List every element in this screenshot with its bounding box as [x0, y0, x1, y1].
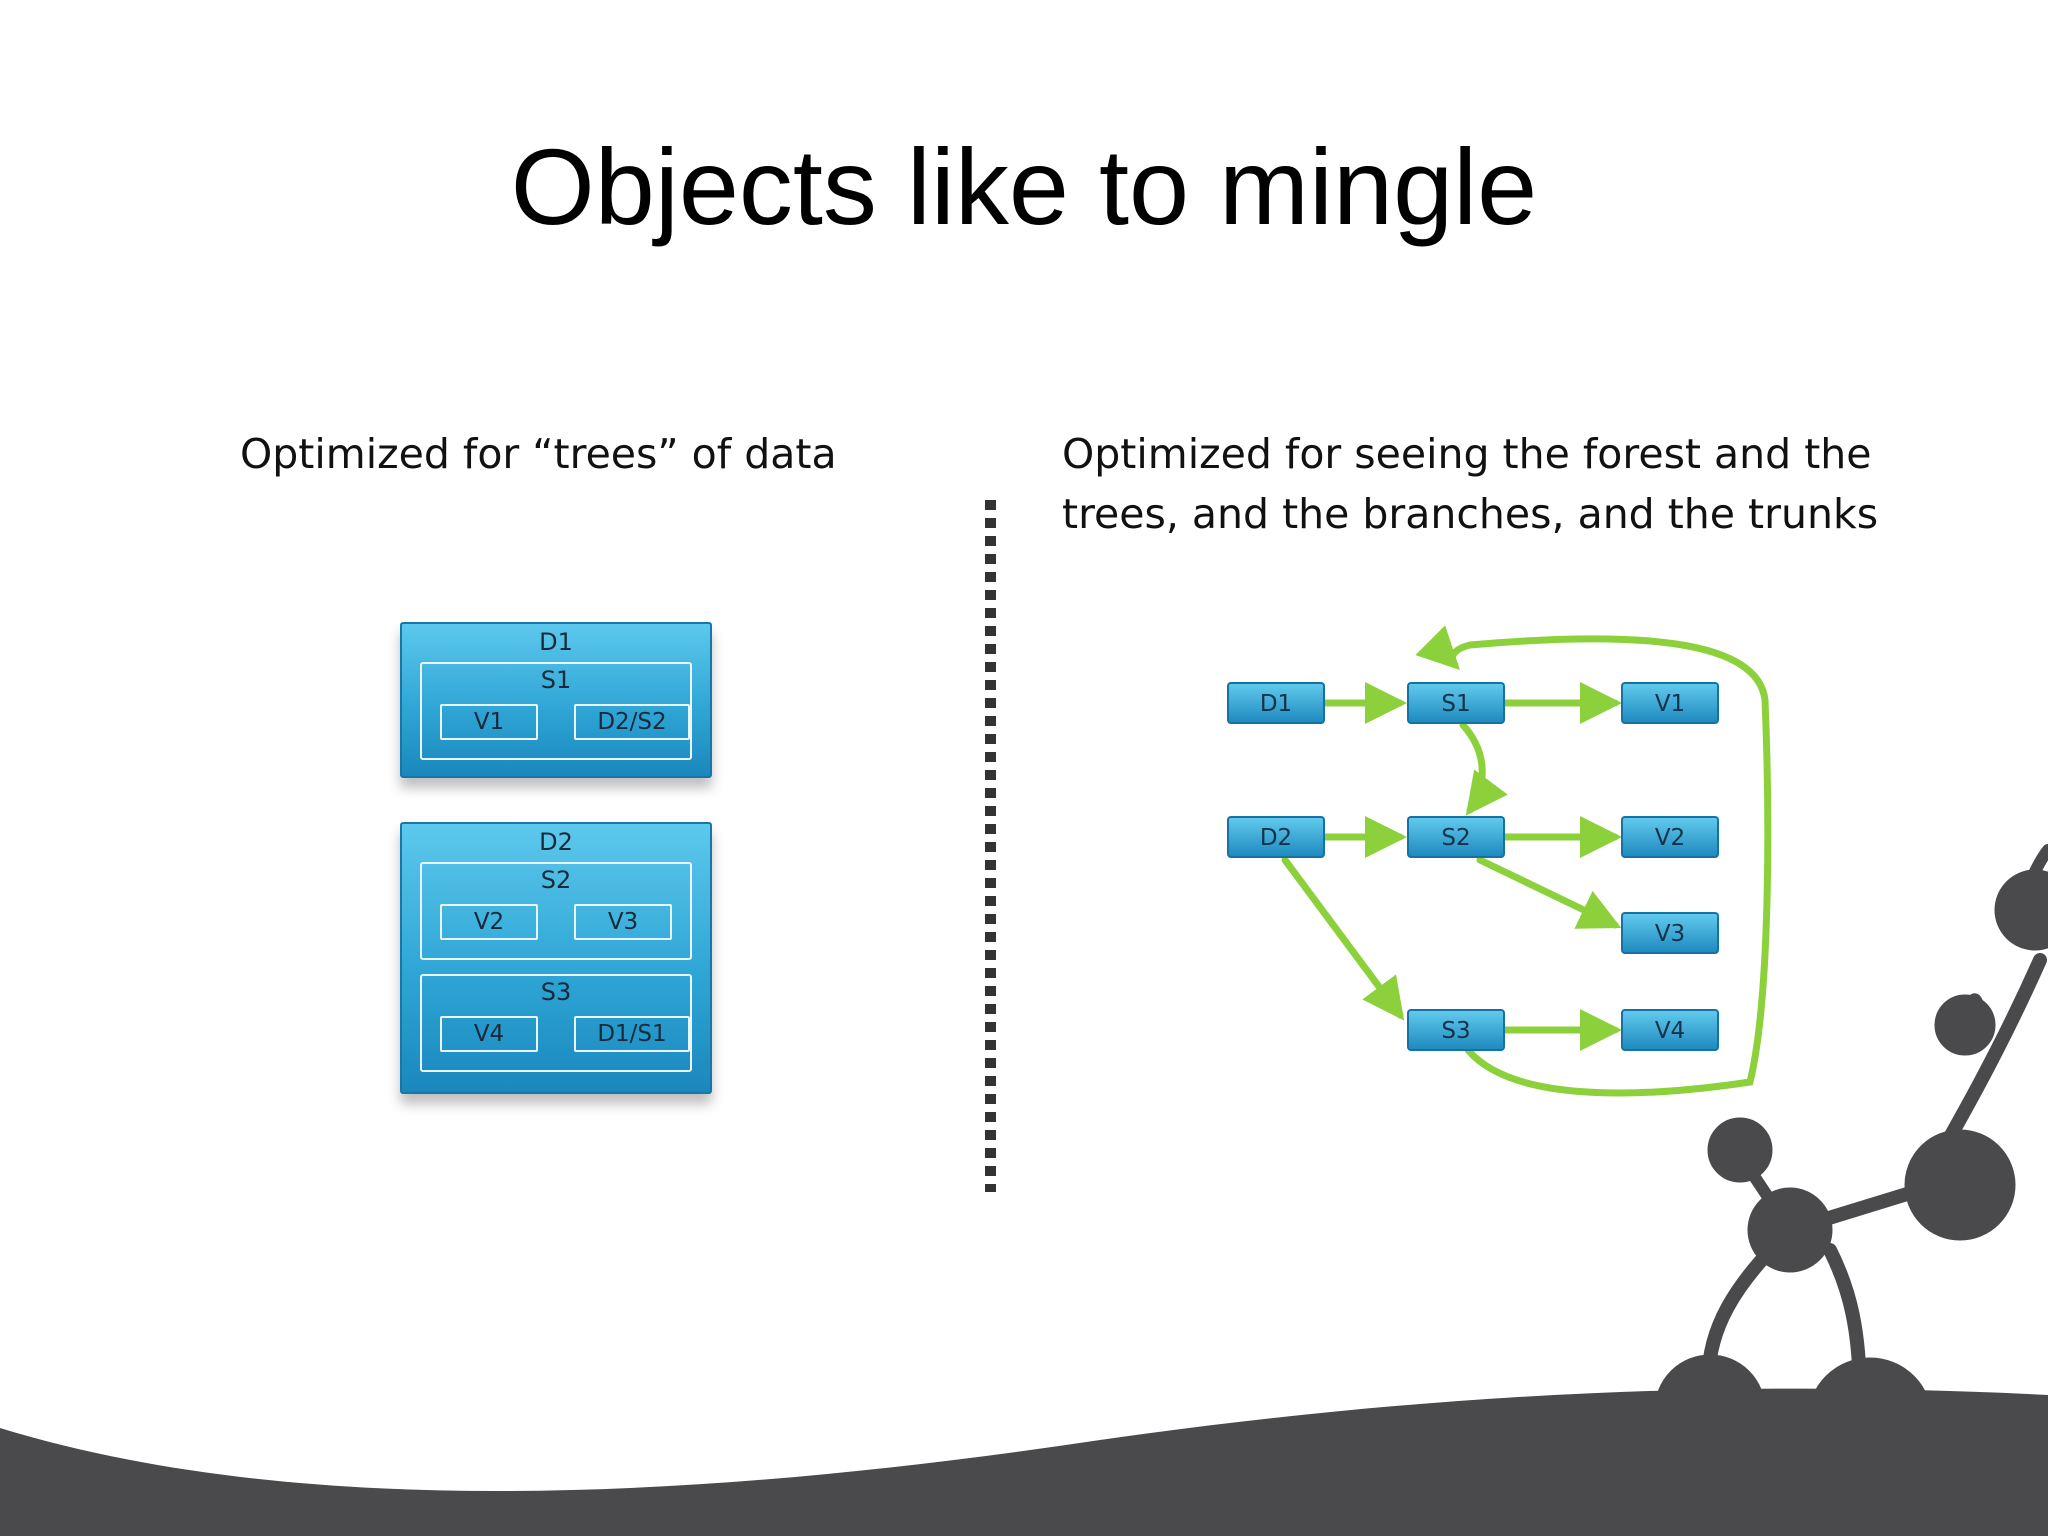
- node-v3: V3: [1621, 912, 1719, 954]
- section-label: S3: [540, 978, 572, 1006]
- value-box: V1: [440, 704, 538, 740]
- value-box: D1/S1: [574, 1016, 690, 1052]
- node-label: V2: [1655, 825, 1685, 851]
- document-label: D1: [539, 628, 573, 656]
- value-box: D2/S2: [574, 704, 690, 740]
- node-s3: S3: [1407, 1009, 1505, 1051]
- node-v4: V4: [1621, 1009, 1719, 1051]
- node-label: D2: [1260, 825, 1292, 851]
- node-label: V4: [1655, 1018, 1685, 1044]
- document-box-d1: D1 S1 V1 D2/S2: [400, 622, 712, 778]
- right-caption: Optimized for seeing the forest and the …: [1062, 424, 1962, 544]
- dotted-divider: [985, 500, 996, 1192]
- graph-diagram: D1 S1 V1 D2 S2 V2 V3 S3: [1227, 625, 1772, 1097]
- node-label: V1: [1655, 691, 1685, 717]
- graph-edges: [1281, 625, 1772, 1097]
- value-box: V4: [440, 1016, 538, 1052]
- section-label: S2: [540, 866, 572, 894]
- molecule-graphic: [1654, 844, 2048, 1483]
- node-d2: D2: [1227, 816, 1325, 858]
- value-box: V2: [440, 904, 538, 940]
- edge-s1-s2: [1459, 721, 1508, 816]
- node-s2: S2: [1407, 816, 1505, 858]
- node-label: S1: [1441, 691, 1470, 717]
- node-d1: D1: [1227, 682, 1325, 724]
- node-s1: S1: [1407, 682, 1505, 724]
- document-label: D2: [539, 828, 573, 856]
- node-label: D1: [1260, 691, 1292, 717]
- document-box-d2: D2 S2 V2 V3 S3 V4 D1/S1: [400, 822, 712, 1094]
- right-caption-line: Optimized for seeing the forest and the: [1062, 430, 1872, 478]
- node-v2: V2: [1621, 816, 1719, 858]
- node-label: S3: [1441, 1018, 1470, 1044]
- right-caption-line: trees, and the branches, and the trunks: [1062, 490, 1879, 538]
- section-box-s1: S1 V1 D2/S2: [420, 662, 692, 760]
- node-label: V3: [1655, 921, 1685, 947]
- edge-s3-s1: [1415, 625, 1772, 1097]
- edge-d2-s3: [1281, 856, 1405, 1021]
- edge-s2-v3: [1476, 856, 1622, 929]
- section-box-s3: S3 V4 D1/S1: [420, 974, 692, 1072]
- graph-nodes: D1 S1 V1 D2 S2 V2 V3 S3: [1227, 682, 1719, 1051]
- value-box: V3: [574, 904, 672, 940]
- node-v1: V1: [1621, 682, 1719, 724]
- slide-title: Objects like to mingle: [510, 126, 1538, 247]
- node-label: S2: [1441, 825, 1470, 851]
- bottom-wave: [0, 1388, 2048, 1536]
- left-caption: Optimized for “trees” of data: [240, 430, 837, 478]
- section-label: S1: [540, 666, 572, 694]
- section-box-s2: S2 V2 V3: [420, 862, 692, 960]
